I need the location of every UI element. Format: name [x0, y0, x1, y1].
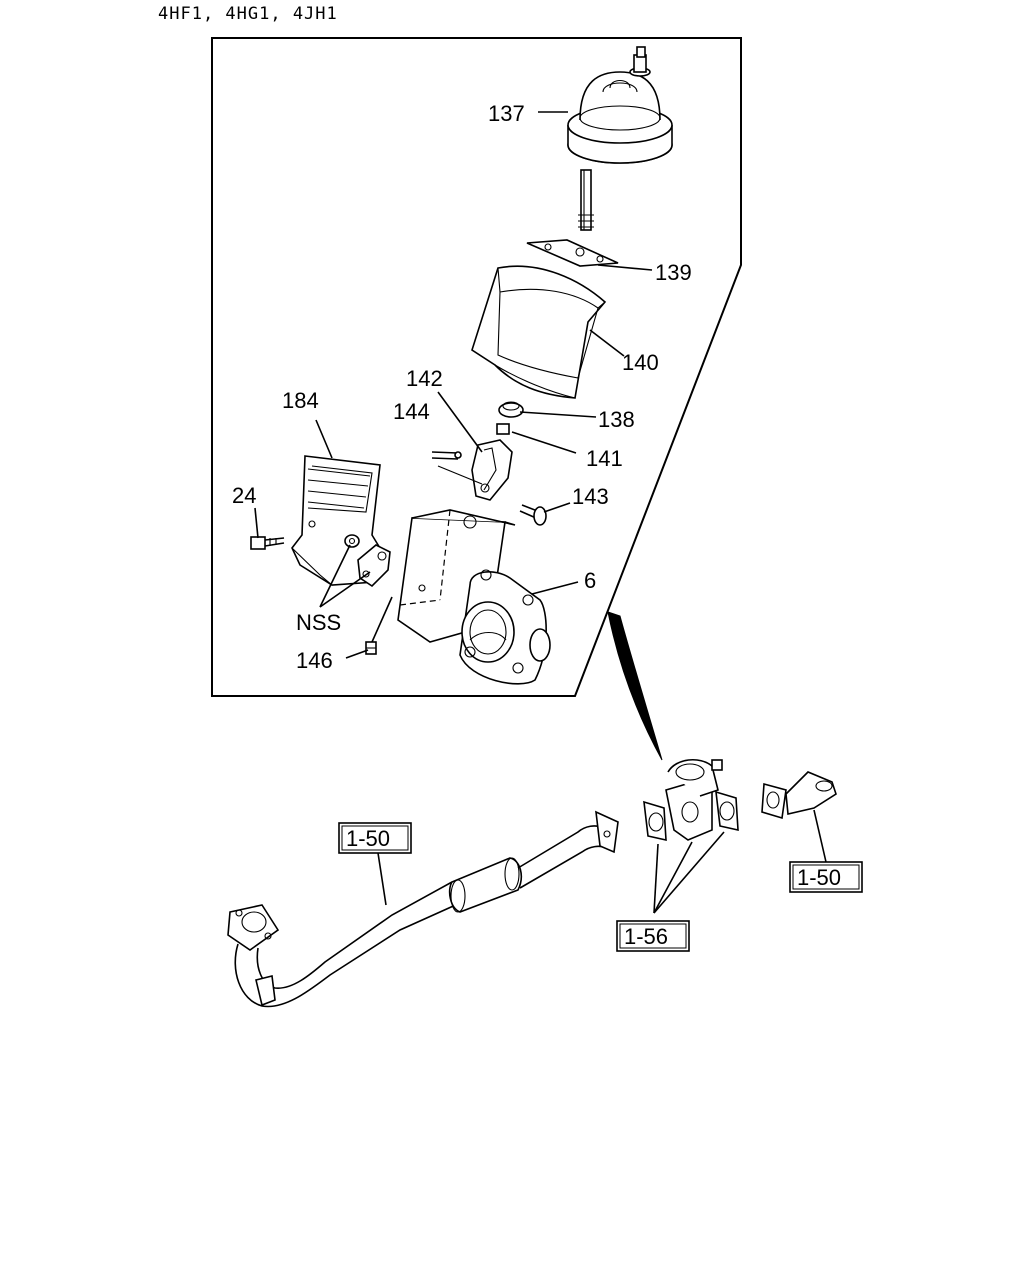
- part-6-valve-body: [397, 509, 551, 685]
- ref-box-right[interactable]: 1-50: [789, 861, 863, 893]
- callout-24: 24: [232, 483, 256, 508]
- part-143-pin: [519, 504, 547, 526]
- callout-6: 6: [584, 568, 596, 593]
- nss-parts: [344, 534, 391, 588]
- callout-138: 138: [598, 407, 635, 432]
- callout-143: 143: [572, 484, 609, 509]
- callout-137: 137: [488, 101, 525, 126]
- callout-140: 140: [622, 350, 659, 375]
- callout-139: 139: [655, 260, 692, 285]
- part-138-grommet: [498, 401, 524, 418]
- callout-142: 142: [406, 366, 443, 391]
- ref-box-left[interactable]: 1-50: [338, 822, 412, 854]
- callout-144: 144: [393, 399, 430, 424]
- callout-184: 184: [282, 388, 319, 413]
- exhaust-pipe-assembly: [227, 759, 837, 1008]
- part-141-nut: [496, 423, 510, 435]
- part-24-bolt: [250, 536, 285, 550]
- part-140-heat-shield: [471, 265, 607, 399]
- part-142-lever: [437, 439, 513, 501]
- detail-frame: [211, 37, 742, 697]
- callout-nss: NSS: [296, 610, 341, 635]
- part-139-gasket: [526, 239, 619, 267]
- engine-model-header: 4HF1, 4HG1, 4JH1: [158, 4, 338, 24]
- callout-146: 146: [296, 648, 333, 673]
- ref-box-bottom[interactable]: 1-56: [616, 920, 690, 952]
- part-144-pin: [431, 451, 462, 460]
- detail-pointer-wedge: [607, 611, 663, 761]
- reference-leaders: [377, 809, 827, 914]
- callout-141: 141: [586, 446, 623, 471]
- leader-lines: [254, 111, 653, 659]
- ref-label-right: 1-50: [797, 865, 841, 890]
- ref-label-bottom: 1-56: [624, 924, 668, 949]
- part-146-clip: [365, 641, 377, 655]
- ref-label-left: 1-50: [346, 826, 390, 851]
- part-137-actuator: [567, 46, 673, 231]
